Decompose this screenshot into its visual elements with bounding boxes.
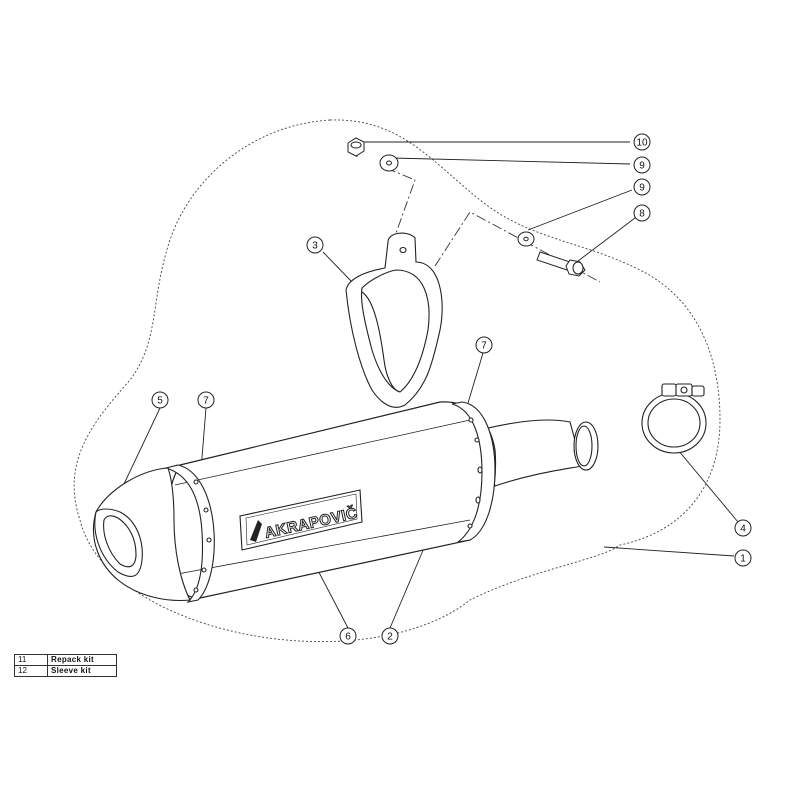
svg-text:9: 9 bbox=[639, 161, 645, 172]
callout-10: 10 bbox=[633, 133, 651, 151]
callout-5: 5 bbox=[151, 391, 169, 409]
callout-7-right: 7 bbox=[475, 336, 493, 354]
callout-7-left: 7 bbox=[197, 391, 215, 409]
rear-band-part bbox=[451, 401, 496, 543]
washer-upper-part bbox=[379, 154, 399, 172]
callout-1: 1 bbox=[734, 549, 752, 567]
svg-text:3: 3 bbox=[312, 241, 318, 252]
hanger-bracket-part bbox=[345, 232, 443, 408]
kit-number: 11 bbox=[14, 654, 48, 666]
end-cap-part bbox=[92, 467, 191, 601]
assembly-boundary-outline bbox=[73, 119, 721, 643]
parts-kit-table: 11 Repack kit 12 Sleeve kit bbox=[14, 654, 117, 677]
flange-nut-part bbox=[347, 137, 365, 157]
clamp-part bbox=[641, 383, 707, 454]
logo-scorpion-emblem bbox=[250, 520, 262, 542]
table-row: 12 Sleeve kit bbox=[14, 665, 117, 677]
table-row: 11 Repack kit bbox=[14, 654, 117, 666]
kit-name: Repack kit bbox=[47, 654, 117, 666]
svg-text:8: 8 bbox=[639, 209, 645, 220]
callout-8: 8 bbox=[633, 204, 651, 222]
link-pipe-part bbox=[479, 419, 599, 487]
callout-2: 2 bbox=[381, 627, 399, 645]
washer-lower-part bbox=[517, 231, 535, 247]
svg-text:7: 7 bbox=[203, 396, 209, 407]
svg-text:4: 4 bbox=[740, 524, 746, 535]
svg-text:5: 5 bbox=[157, 396, 163, 407]
svg-text:9: 9 bbox=[639, 183, 645, 194]
callout-4: 4 bbox=[734, 519, 752, 537]
callout-6: 6 bbox=[339, 627, 357, 645]
svg-text:7: 7 bbox=[481, 341, 487, 352]
svg-text:2: 2 bbox=[387, 632, 393, 643]
bolt-part bbox=[536, 251, 586, 277]
callout-3: 3 bbox=[306, 236, 324, 254]
svg-text:6: 6 bbox=[345, 632, 351, 643]
callout-9-lower: 9 bbox=[633, 178, 651, 196]
svg-text:1: 1 bbox=[740, 554, 746, 565]
front-band-part bbox=[163, 464, 215, 603]
kit-number: 12 bbox=[14, 665, 48, 677]
svg-text:10: 10 bbox=[636, 138, 648, 149]
kit-name: Sleeve kit bbox=[47, 665, 117, 677]
callout-9-upper: 9 bbox=[633, 156, 651, 174]
